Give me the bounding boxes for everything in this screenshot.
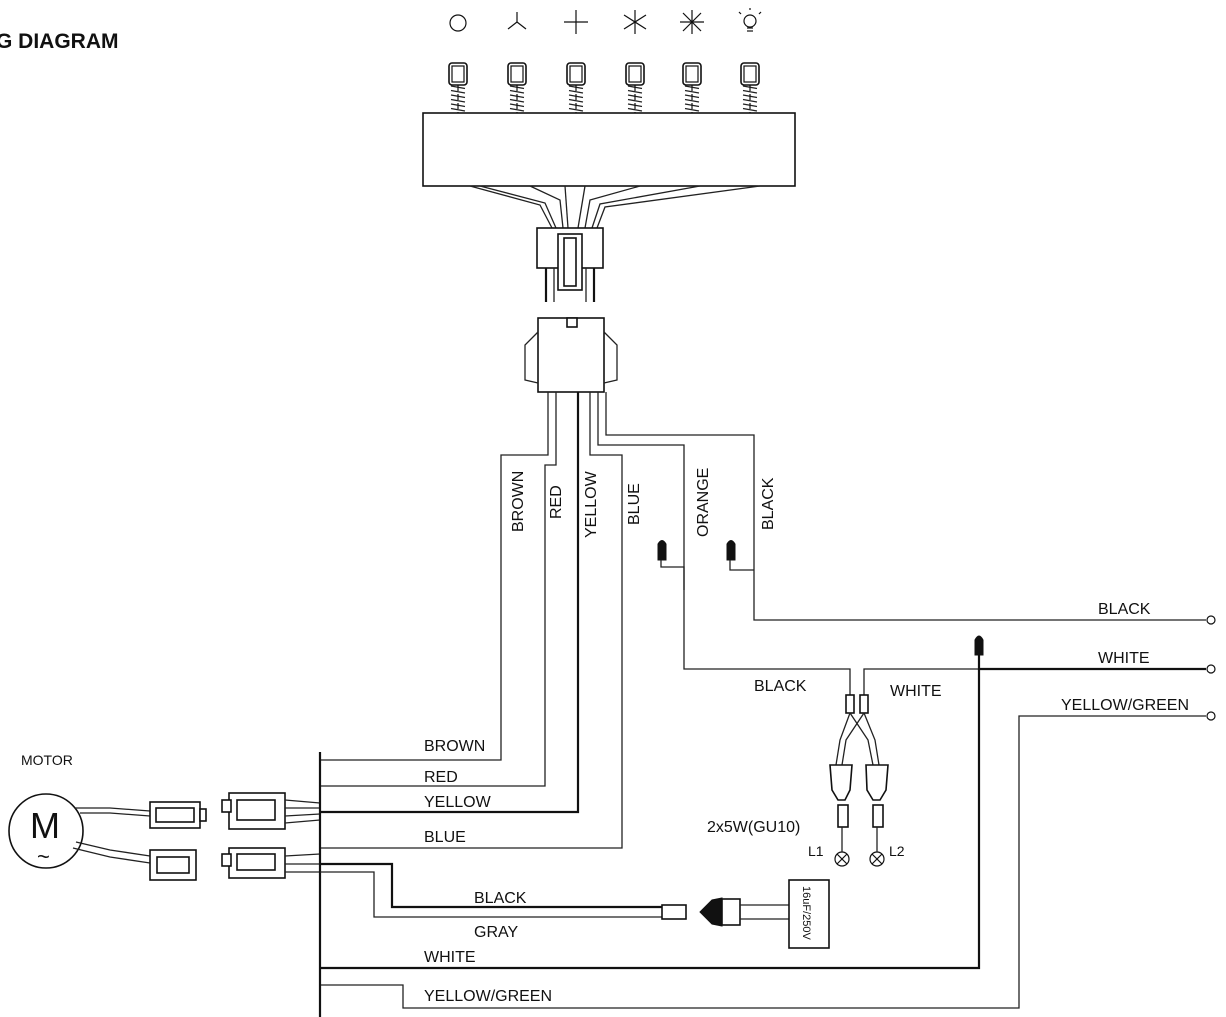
fan-speed-2-icon: [564, 10, 588, 34]
label-supply-white: WHITE: [1098, 650, 1150, 667]
off-circle-icon: [449, 14, 467, 32]
vertical-wire-labels: BROWN RED YELLOW BLUE ORANGE BLACK: [510, 468, 777, 538]
label-blue: BLUE: [626, 483, 643, 525]
label-brown: BROWN: [510, 471, 527, 532]
upper-connector: [536, 227, 604, 302]
motor-icon: [8, 793, 84, 869]
switch-button: [507, 62, 527, 140]
label-motor-red: RED: [424, 769, 458, 786]
label-motor-yellow-green: YELLOW/GREEN: [424, 988, 552, 1005]
label-lamp-rating: 2x5W(GU10): [707, 819, 800, 836]
label-supply-black: BLACK: [1098, 601, 1151, 618]
motor-connectors: [221, 792, 321, 879]
fan-speed-1-icon: [507, 12, 527, 30]
motor-wire-labels: BROWN RED YELLOW BLUE BLACK GRAY WHITE Y…: [424, 738, 552, 1005]
label-lamp-black: BLACK: [754, 678, 807, 695]
supply-labels: BLACK WHITE YELLOW/GREEN: [1061, 601, 1189, 714]
label-motor-white: WHITE: [424, 949, 476, 966]
label-motor-blue: BLUE: [424, 829, 466, 846]
motor-caption: MOTOR: [21, 752, 73, 768]
diagram-title: G DIAGRAM: [0, 30, 119, 53]
motor-ac-symbol: ~: [37, 844, 50, 869]
fan-speed-4-icon: [680, 10, 704, 34]
label-black-vertical: BLACK: [760, 477, 777, 530]
capacitor-circuit: 16uF/250V: [320, 862, 830, 949]
motor-symbol: M: [30, 805, 60, 846]
lower-connector: [524, 317, 618, 393]
light-bulb-icon: [738, 8, 762, 32]
supply-lines: [320, 615, 1216, 1009]
terminal-ground: [1206, 711, 1216, 721]
label-lamp-white: WHITE: [890, 683, 942, 700]
label-red: RED: [548, 485, 565, 519]
switch-harness: [469, 185, 761, 229]
label-supply-ground: YELLOW/GREEN: [1061, 697, 1189, 714]
label-motor-brown: BROWN: [424, 738, 485, 755]
capacitor-icon: [788, 879, 830, 949]
motor: MOTOR M ~: [8, 752, 207, 881]
fan-speed-3-icon: [623, 10, 647, 34]
capacitor-rating: 16uF/250V: [800, 886, 812, 940]
wire-nuts: [657, 540, 984, 656]
switch-icons: [449, 8, 762, 34]
control-wires: [320, 392, 1206, 849]
label-l1: L1: [808, 843, 824, 859]
label-motor-gray: GRAY: [474, 924, 518, 941]
lamp-assembly: BLACK WHITE 2x5W(GU10) L1 L2: [707, 678, 942, 867]
label-motor-yellow: YELLOW: [424, 794, 492, 811]
terminal-black: [1206, 615, 1216, 625]
terminal-white: [1206, 664, 1216, 674]
label-yellow: YELLOW: [583, 470, 600, 538]
label-l2: L2: [889, 843, 905, 859]
control-switch: [422, 62, 796, 187]
label-orange: ORANGE: [695, 468, 712, 537]
label-motor-black: BLACK: [474, 890, 527, 907]
